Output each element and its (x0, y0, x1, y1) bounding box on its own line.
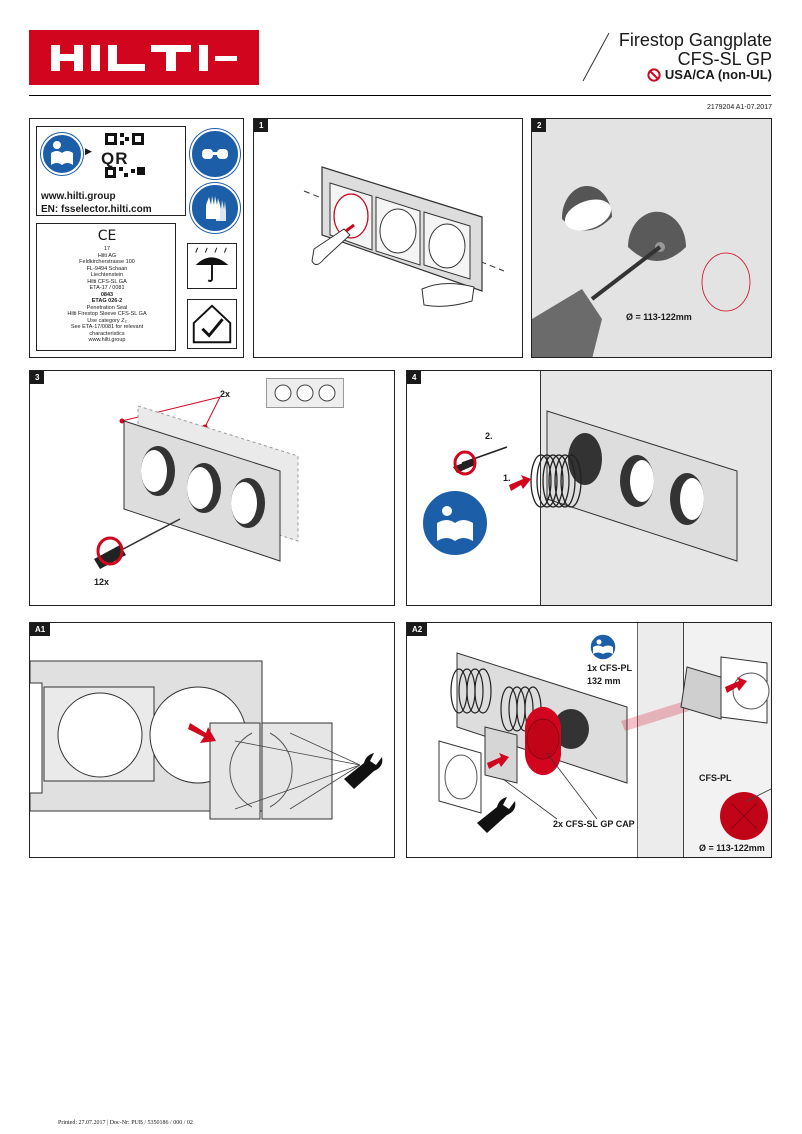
product-title: Firestop Gangplate (618, 30, 772, 50)
alt-a2-panel: A2 1x CFS-PL 132 mm 2x CFS-SL GP CAP CFS… (406, 622, 772, 858)
keep-dry-icon (187, 243, 237, 289)
step-3-count: 2x (220, 389, 231, 399)
ce-mark: CE (97, 228, 117, 244)
region-label: USA/CA (non-UL) (664, 67, 772, 82)
ce-line: ETA-17 / 0081 (89, 285, 125, 291)
cap-and-plug-illustration (438, 633, 771, 840)
hilti-logo (29, 30, 259, 85)
safety-gloves-icon (190, 183, 240, 233)
ce-line: Hilti AG (97, 252, 117, 259)
ce-line: Liechtenstein (90, 272, 124, 278)
caps-label: 2x CFS-SL GP CAP (553, 819, 635, 829)
ce-lines: 17 Hilti AG Feldkircherstrasse 100 FL-94… (37, 246, 177, 344)
ce-line: characteristics (89, 330, 125, 337)
title-divider (582, 32, 610, 82)
qr-label: QR (101, 149, 129, 168)
ce-line: 17 (103, 246, 111, 252)
step-number: 2 (532, 119, 547, 132)
ce-line: Use category Z₂ (87, 317, 127, 324)
ce-line: Hilti CFS-SL GA (87, 278, 127, 285)
step-3-panel: 3 2x 12x (29, 370, 395, 606)
product-subtitle: CFS-SL GP (677, 49, 772, 69)
gangplate-marking-illustration (303, 166, 505, 307)
safety-goggles-icon (190, 129, 240, 179)
plug-size: 132 mm (587, 676, 621, 686)
step-2-diameter: Ø = 113-122mm (626, 312, 692, 322)
step-4-panel: 4 2. 1. (406, 370, 772, 606)
step-number: A2 (407, 623, 428, 636)
gangplate-thumbnail (266, 378, 344, 408)
qr-code-icon (105, 133, 144, 145)
ce-line: Penetration Seal (86, 304, 128, 311)
step-number: 1 (254, 119, 269, 132)
alt-a1-panel: A1 (29, 622, 395, 858)
read-manual-icon (41, 133, 83, 175)
qr-code-bottom-icon (105, 167, 145, 178)
region-note: USA/CA (non-UL) (647, 67, 772, 82)
step-3-screws: 12x (94, 577, 110, 587)
sleeve-installation-illustration (421, 410, 738, 562)
print-footer: Printed: 27.07.2017 | Doc-Nr: PUB / 5350… (58, 1120, 193, 1126)
ce-line: www.hilti.group (88, 337, 126, 343)
plug-diameter: Ø = 113-122mm (699, 843, 765, 853)
selector-link[interactable]: EN: fsselector.hilti.com (41, 204, 152, 215)
plug-count: 1x CFS-PL (587, 663, 633, 673)
step-1-panel: 1 (253, 118, 523, 358)
step-number: 3 (30, 371, 45, 384)
gangplate-fixing-illustration (94, 396, 299, 569)
storage-indoors-icon (187, 299, 237, 349)
ce-line: FL-9494 Schaan (86, 265, 128, 272)
info-panel: ▶ QR www.hilti.group EN: fsselector.hilt… (29, 118, 244, 358)
ce-line: Hilti Firestop Sleeve CFS-SL GA (67, 311, 147, 317)
step-4-label-a: 2. (485, 431, 493, 441)
doc-number: 2179204 A1-07.2017 (706, 104, 772, 111)
arrow-right-icon: ▶ (85, 146, 92, 156)
ce-line: 0843 (100, 291, 114, 298)
cap-mounting-illustration (30, 660, 383, 820)
ce-declaration-box: CE 17 Hilti AG Feldkircherstrasse 100 FL… (36, 223, 176, 351)
ce-line: See ETA-17/0081 for relevant (70, 324, 144, 330)
step-number: A1 (30, 623, 51, 636)
header-rule (29, 95, 771, 96)
step-4-label-b: 1. (503, 473, 511, 483)
ce-line: ETAG 026-2 (91, 298, 123, 304)
website-link[interactable]: www.hilti.group (41, 191, 116, 202)
step-number: 4 (407, 371, 422, 384)
step-2-panel: 2 Ø = 113-122mm (531, 118, 772, 358)
ce-line: Feldkircherstrasse 100 (79, 259, 135, 265)
prohibited-icon (647, 67, 661, 82)
read-manual-box: ▶ QR www.hilti.group EN: fsselector.hilt… (36, 126, 186, 216)
plug-name: CFS-PL (699, 773, 732, 783)
hole-cutting-illustration (532, 185, 751, 357)
